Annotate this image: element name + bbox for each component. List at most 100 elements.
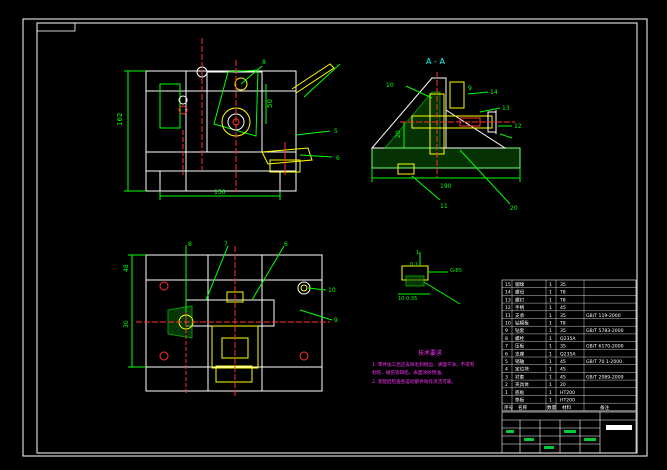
dim-section-height: 20 bbox=[395, 130, 402, 138]
bom-name: 底板 bbox=[515, 389, 525, 396]
balloon-plan-6: 6 bbox=[284, 241, 288, 248]
tech-req-line2: 2. 装配后检查各运动部件动作灵活可靠。 bbox=[372, 378, 456, 385]
bom-no: 14 bbox=[505, 290, 511, 296]
bom-no: 12 bbox=[505, 305, 511, 311]
bom-no: 6 bbox=[505, 351, 508, 357]
balloon-section-9: 9 bbox=[468, 85, 472, 92]
bom-header-no: 序号 bbox=[504, 404, 514, 411]
bom-name: 手柄 bbox=[515, 304, 525, 311]
bom-no: 15 bbox=[505, 282, 511, 288]
balloon-front-6: 6 bbox=[336, 155, 340, 162]
detail-view bbox=[398, 252, 461, 305]
bom-name: 垫板 bbox=[515, 397, 525, 404]
bom-no: 7 bbox=[505, 344, 508, 350]
section-view bbox=[370, 72, 521, 205]
bom-material: HT200 bbox=[560, 398, 575, 404]
bom-qty: 1 bbox=[549, 374, 552, 380]
bom-material: HT200 bbox=[560, 390, 575, 396]
bom-name: 钢球 bbox=[515, 281, 525, 288]
bom-qty: 1 bbox=[549, 328, 552, 334]
bom-no: 8 bbox=[505, 336, 508, 342]
balloon-plan-10: 10 bbox=[328, 287, 336, 294]
dim-detail-c: G-85 bbox=[450, 268, 462, 274]
bom-material: 45 bbox=[560, 359, 566, 365]
bom-header-remark: 备注 bbox=[600, 404, 610, 411]
bom-qty: 1 bbox=[549, 321, 552, 327]
bom-material: 35 bbox=[560, 328, 566, 334]
bom-material: 20 bbox=[560, 382, 566, 388]
balloon-plan-9: 9 bbox=[334, 317, 338, 324]
bom-qty: 1 bbox=[549, 382, 552, 388]
balloon-section-20: 20 bbox=[510, 205, 518, 212]
bom-remark: GB/T 119-2000 bbox=[586, 313, 621, 319]
bom-remark: GB/T 5783-2000 bbox=[586, 328, 624, 334]
bom-material: Q235A bbox=[560, 351, 576, 357]
bom-material: Q235A bbox=[560, 336, 576, 342]
bom-header-qty: 数量 bbox=[547, 404, 557, 411]
bom-name: 钻套 bbox=[515, 327, 525, 334]
bom-material: T8 bbox=[559, 321, 566, 327]
section-label: A - A bbox=[426, 57, 445, 66]
inner-border bbox=[36, 22, 638, 454]
front-view bbox=[124, 38, 341, 200]
bom-name: 定位块 bbox=[515, 366, 529, 373]
bom-remark: GB/T 2089-2009 bbox=[586, 374, 624, 380]
bom-material: 35 bbox=[560, 344, 566, 350]
bom-material: T8 bbox=[559, 297, 566, 303]
bom-qty: 1 bbox=[549, 313, 552, 319]
outer-border bbox=[22, 18, 648, 457]
bom-qty: 1 bbox=[549, 336, 552, 342]
bom-qty: 1 bbox=[549, 290, 552, 296]
bom-name: 螺栓 bbox=[515, 335, 525, 342]
bom-qty: 1 bbox=[549, 305, 552, 311]
bom-qty: 1 bbox=[549, 398, 552, 404]
bom-name: 钻模板 bbox=[515, 320, 529, 327]
dim-detail-b: 0.1 bbox=[410, 262, 418, 268]
bom-name: 支座 bbox=[515, 350, 525, 357]
bom-material: T8 bbox=[559, 290, 566, 296]
bom-name: 螺钉 bbox=[515, 296, 525, 303]
bom-no: 3 bbox=[505, 374, 508, 380]
dim-detail-a: 1 bbox=[416, 250, 419, 256]
bom-qty: 1 bbox=[549, 282, 552, 288]
bom-no: 4 bbox=[505, 367, 508, 373]
dim-front-height: 162 bbox=[116, 113, 124, 126]
bom-name: 销轴 bbox=[515, 358, 525, 365]
bom-no: 5 bbox=[505, 359, 508, 365]
bom-no: 13 bbox=[505, 297, 511, 303]
balloon-plan-8: 8 bbox=[188, 241, 192, 248]
tech-req-line1: 1. 零件加工后应去除毛刺锐边，清理干净，不得有 bbox=[372, 361, 475, 368]
bom-name: 螺母 bbox=[515, 289, 525, 296]
bom-no: 1 bbox=[505, 390, 508, 396]
bom-name: 夹具体 bbox=[515, 381, 529, 388]
balloon-section-14: 14 bbox=[490, 89, 498, 96]
dim-plan-top: 48 bbox=[123, 264, 130, 272]
bom-material: 45 bbox=[560, 374, 566, 380]
balloon-section-11: 11 bbox=[440, 203, 448, 210]
bom-qty: 1 bbox=[549, 390, 552, 396]
bom-header-material: 材料 bbox=[562, 404, 572, 411]
dim-plan-mid: 30 bbox=[123, 320, 130, 328]
plan-view bbox=[128, 245, 333, 396]
tech-req-line1b: 划伤、碰伤等缺陷，表面涂防锈油。 bbox=[372, 369, 446, 376]
bom-material: 45 bbox=[560, 367, 566, 373]
title-block bbox=[501, 411, 637, 454]
bom-material: 35 bbox=[560, 282, 566, 288]
bom-qty: 1 bbox=[549, 297, 552, 303]
bom-name: 衬套 bbox=[515, 373, 525, 380]
bom-material: 45 bbox=[560, 305, 566, 311]
bom-no: 9 bbox=[505, 328, 508, 334]
dim-front-width: 156 bbox=[214, 189, 226, 196]
balloon-plan-7: 7 bbox=[224, 241, 228, 248]
bom-name: 支承 bbox=[515, 312, 525, 319]
balloon-front-5: 5 bbox=[334, 128, 338, 135]
bom-no: 2 bbox=[505, 382, 508, 388]
bom-no: 10 bbox=[505, 321, 511, 327]
bom-header-name: 名称 bbox=[518, 404, 528, 411]
balloon-section-12: 12 bbox=[514, 123, 522, 130]
bom-qty: 1 bbox=[549, 367, 552, 373]
bom-material: 35 bbox=[560, 313, 566, 319]
balloon-section-13: 13 bbox=[502, 105, 510, 112]
